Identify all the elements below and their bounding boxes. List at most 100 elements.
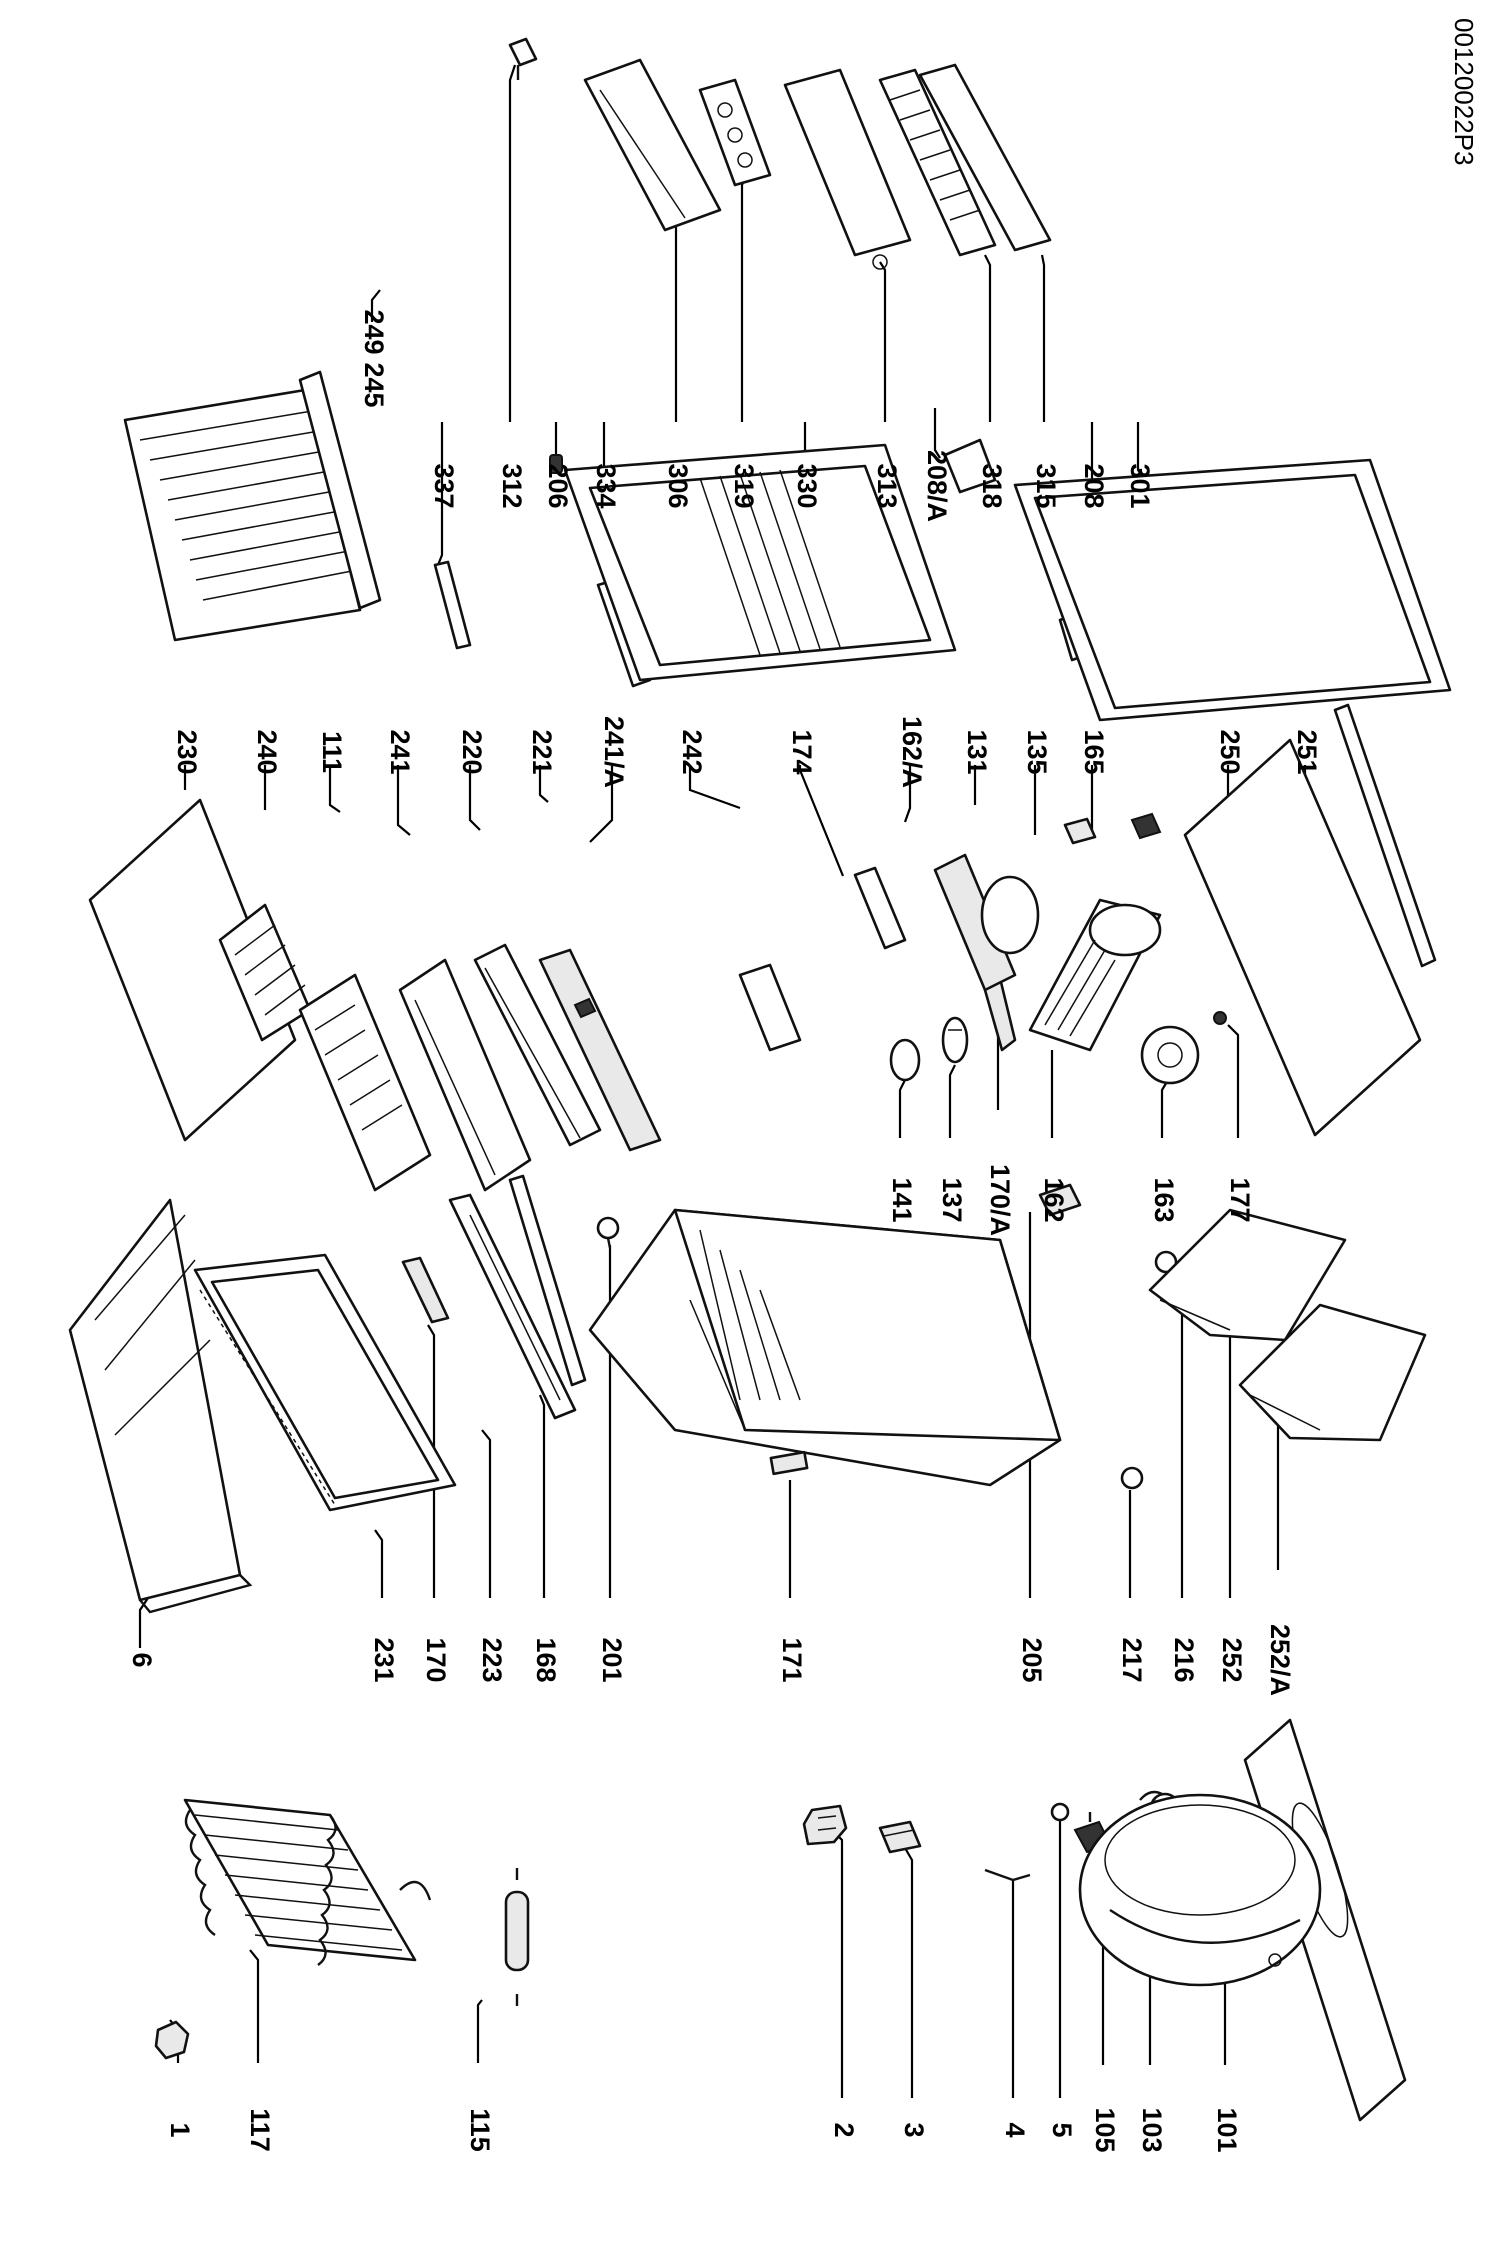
- part-205-hinge: [1038, 1183, 1082, 1217]
- part-label-l_131: 131: [962, 729, 992, 774]
- part-label-l_105: 105: [1090, 2107, 1120, 2152]
- part-label-l_162: 162: [1039, 1177, 1069, 1222]
- part-223-flap: [448, 1193, 577, 1420]
- part-251-trim: [1333, 703, 1437, 968]
- part-label-l_220: 220: [457, 729, 487, 774]
- part-label-l_3: 3: [899, 2122, 929, 2137]
- part-label-l_201: 201: [597, 1637, 627, 1682]
- part-number-labels: 1 117 115 2 3 4 5 105 103 101 6 231 170 223 168 201 171 2…: [127, 309, 1322, 2152]
- part-216-foot: [1154, 1250, 1178, 1274]
- part-170-strip: [401, 1256, 450, 1324]
- part-201-screw: [596, 1216, 620, 1249]
- part-label-l_5: 5: [1047, 2122, 1077, 2137]
- part-241a-clip: [573, 997, 597, 1019]
- part-label-l_251: 251: [1292, 729, 1322, 774]
- part-label-l_250: 250: [1215, 729, 1245, 774]
- part-174-label: [853, 866, 907, 950]
- part-label-l_103: 103: [1137, 2107, 1167, 2152]
- part-162a-bracket: [933, 853, 1017, 992]
- part-135-switch: [1063, 817, 1097, 845]
- part-label-l_208a: 208/A: [922, 450, 952, 522]
- part-label-l_208: 208: [1079, 463, 1109, 508]
- part-330-door-liner: [563, 443, 957, 682]
- part-label-l_231: 231: [369, 1637, 399, 1682]
- part-241-drip-tray: [398, 958, 532, 1192]
- part-231-door-panel: [193, 1253, 457, 1512]
- part-label-l_170a: 170/A: [985, 1164, 1015, 1236]
- part-141-lamp: [889, 1038, 921, 1082]
- part-252-crisper: [1148, 1208, 1347, 1342]
- part-165-switch: [1130, 812, 1162, 840]
- part-label-l_2: 2: [829, 2122, 859, 2137]
- part-163-knob: [1140, 1025, 1200, 1085]
- part-221-panel: [538, 948, 662, 1152]
- part-217-foot: [1120, 1466, 1144, 1490]
- part-label-l_168: 168: [531, 1637, 561, 1682]
- part-label-l_115: 115: [465, 2108, 495, 2152]
- part-137-holder: [941, 1016, 969, 1064]
- part-250-shelf: [1183, 738, 1422, 1137]
- part-label-l_240: 240: [252, 729, 282, 774]
- part-label-l_170: 170: [421, 1637, 451, 1682]
- part-label-l_313: 313: [872, 463, 902, 508]
- part-117-condenser: [183, 1798, 432, 1966]
- part-label-l_111: 111: [317, 731, 347, 773]
- part-220-frame: [473, 943, 602, 1147]
- part-label-l_117: 117: [245, 2108, 275, 2152]
- part-label-l_137: 137: [937, 1177, 967, 1222]
- part-208a-hinge: [943, 438, 997, 494]
- part-301-gasket: [1013, 458, 1452, 722]
- leader-lines: [138, 64, 1321, 2098]
- part-252a-crisper: [1238, 1303, 1427, 1442]
- part-245-wire-shelf: [123, 388, 362, 642]
- part-label-l_101: 101: [1212, 2107, 1242, 2152]
- part-6-top-cover: [68, 1198, 253, 1614]
- part-306-door-shelf: [583, 58, 722, 232]
- part-101-compressor: [1078, 1718, 1407, 2122]
- part-label-l_163: 163: [1149, 1177, 1179, 1222]
- part-label-l_1: 1: [165, 2122, 195, 2137]
- part-label-l_241a: 241/A: [599, 716, 629, 788]
- part-318-bottle-rack: [878, 68, 997, 257]
- part-label-l_162a: 162/A: [897, 716, 927, 788]
- part-label-l_252: 252: [1217, 1637, 1247, 1682]
- part-1-connector: [154, 2020, 190, 2060]
- part-label-l_174: 174: [787, 729, 817, 774]
- part-label-l_330: 330: [792, 463, 822, 508]
- part-label-l_165: 165: [1079, 729, 1109, 774]
- part-label-l_206: 206: [543, 463, 573, 508]
- part-label-l_252a: 252/A: [1265, 1624, 1295, 1696]
- part-4-wire: [984, 1868, 1031, 1882]
- part-label-l_171: 171: [777, 1637, 807, 1682]
- part-2-clip: [802, 1804, 848, 1846]
- part-230-shelf: [88, 798, 297, 1142]
- part-label-l_242: 242: [677, 729, 707, 774]
- part-label-l_221: 221: [527, 729, 557, 774]
- part-337-label: [433, 560, 472, 650]
- part-115-dryer: [504, 1868, 530, 2006]
- part-312-clip: [508, 37, 538, 80]
- part-label-l_223: 223: [477, 1637, 507, 1682]
- part-319-egg-tray: [698, 78, 772, 187]
- part-label-l_241: 241: [385, 729, 415, 774]
- part-label-l_205: 205: [1017, 1637, 1047, 1682]
- part-label-l_312: 312: [497, 463, 527, 508]
- part-label-l_4: 4: [1000, 2122, 1030, 2137]
- part-5-ring: [1050, 1802, 1070, 1822]
- part-label-l_6: 6: [127, 1652, 157, 1667]
- part-177-plug: [1213, 1011, 1227, 1025]
- part-label-l_177: 177: [1225, 1177, 1255, 1222]
- part-131-thermostat: [980, 875, 1040, 955]
- part-3-box: [878, 1820, 922, 1854]
- part-206-pin: [549, 454, 563, 474]
- part-162-housing: [1028, 898, 1162, 1052]
- part-label-l_245: 245: [359, 362, 389, 407]
- part-label-l_337: 337: [429, 463, 459, 508]
- part-label-l_230: 230: [172, 729, 202, 774]
- part-313-door-shelf: [783, 68, 912, 270]
- part-label-l_319: 319: [729, 463, 759, 508]
- part-label-l_141: 141: [887, 1177, 917, 1222]
- part-249-trim: [298, 370, 382, 610]
- part-label-l_315: 315: [1031, 463, 1061, 508]
